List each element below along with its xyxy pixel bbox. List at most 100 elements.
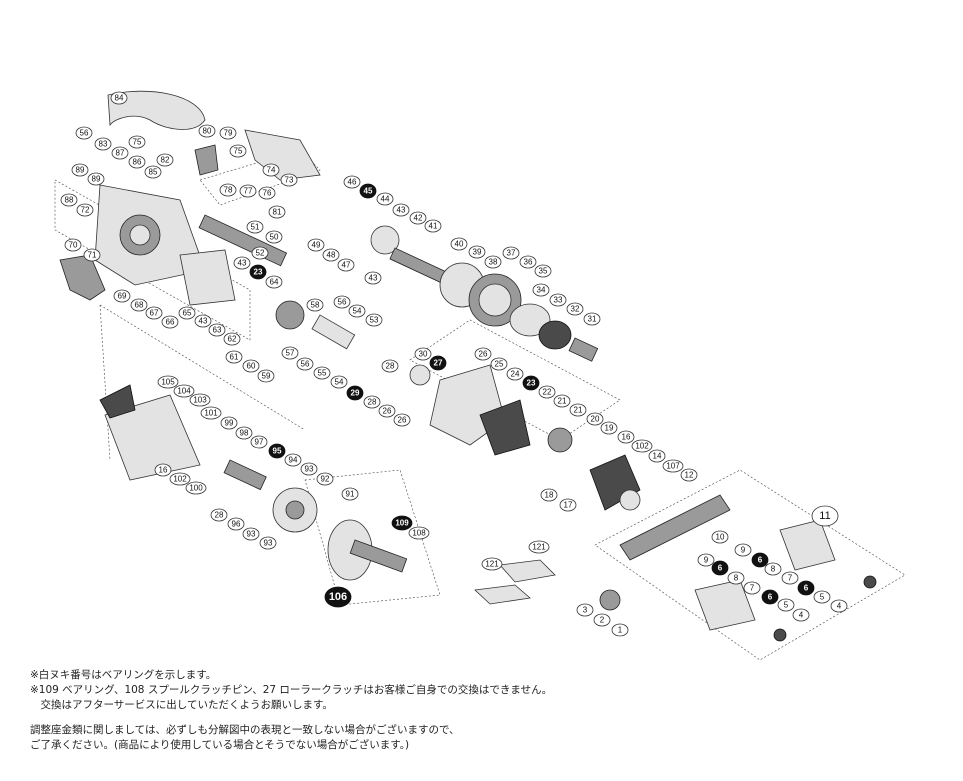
part-label-4: 4 [830, 599, 848, 613]
svg-text:23: 23 [254, 268, 263, 277]
svg-text:46: 46 [348, 178, 357, 187]
part-label-37: 37 [502, 246, 520, 260]
svg-text:22: 22 [543, 388, 552, 397]
svg-text:59: 59 [262, 372, 271, 381]
svg-text:91: 91 [346, 490, 355, 499]
svg-text:86: 86 [133, 158, 142, 167]
part-label-51: 51 [246, 220, 264, 234]
part-label-92: 92 [316, 472, 334, 486]
svg-text:43: 43 [397, 206, 406, 215]
svg-text:21: 21 [574, 406, 583, 415]
part-label-50: 50 [265, 230, 283, 244]
svg-text:43: 43 [238, 259, 247, 268]
part-label-72: 72 [76, 203, 94, 217]
part-label-41: 41 [424, 219, 442, 233]
svg-text:54: 54 [335, 378, 344, 387]
part-label-7: 7 [781, 571, 799, 585]
part-label-12: 12 [680, 468, 698, 482]
svg-text:43: 43 [199, 317, 208, 326]
svg-text:83: 83 [99, 140, 108, 149]
svg-text:108: 108 [412, 529, 426, 538]
svg-text:99: 99 [225, 419, 234, 428]
part-label-14: 14 [648, 449, 666, 463]
svg-text:11: 11 [819, 510, 830, 522]
part-label-96: 96 [227, 517, 245, 531]
svg-text:7: 7 [788, 574, 793, 583]
svg-text:60: 60 [247, 362, 256, 371]
part-label-44: 44 [376, 192, 394, 206]
svg-text:57: 57 [286, 349, 295, 358]
svg-text:63: 63 [213, 326, 222, 335]
part-label-58: 58 [306, 298, 324, 312]
part-label-9: 9 [697, 553, 715, 567]
svg-text:87: 87 [116, 149, 125, 158]
note-acknowledge: ご了承ください。(商品により使用している場合とそうでない場合がございます。) [30, 739, 410, 751]
svg-text:67: 67 [150, 309, 159, 318]
svg-text:39: 39 [473, 248, 482, 257]
part-label-32: 32 [566, 302, 584, 316]
part-label-8: 8 [764, 562, 782, 576]
svg-text:98: 98 [240, 429, 249, 438]
svg-text:93: 93 [264, 539, 273, 548]
svg-text:93: 93 [247, 530, 256, 539]
svg-text:28: 28 [386, 362, 395, 371]
svg-text:17: 17 [564, 501, 573, 510]
part-label-3: 3 [576, 603, 594, 617]
part-label-26: 26 [474, 347, 492, 361]
part-label-6: 6 [797, 580, 815, 596]
svg-text:48: 48 [327, 251, 336, 260]
part-label-21: 21 [553, 394, 571, 408]
svg-text:89: 89 [76, 166, 85, 175]
svg-text:73: 73 [285, 176, 294, 185]
part-label-64: 64 [265, 275, 283, 289]
part-label-84: 84 [110, 91, 128, 105]
part-label-68: 68 [130, 298, 148, 312]
part-label-93: 93 [300, 462, 318, 476]
part-label-28: 28 [381, 359, 399, 373]
svg-text:37: 37 [507, 249, 516, 258]
part-label-97: 97 [250, 435, 268, 449]
part-label-93: 93 [259, 536, 277, 550]
part-label-45: 45 [359, 183, 377, 199]
part-label-6: 6 [761, 589, 779, 605]
svg-text:3: 3 [583, 606, 588, 615]
part-label-20: 20 [586, 412, 604, 426]
part-label-9: 9 [734, 543, 752, 557]
part-label-86: 86 [128, 155, 146, 169]
part-label-108: 108 [408, 526, 430, 540]
part-label-59: 59 [257, 369, 275, 383]
part-label-106: 106 [324, 586, 352, 608]
part-label-88: 88 [60, 193, 78, 207]
part-label-46: 46 [343, 175, 361, 189]
part-label-54: 54 [348, 304, 366, 318]
part-label-21: 21 [569, 403, 587, 417]
svg-text:8: 8 [734, 574, 739, 583]
part-label-57: 57 [281, 346, 299, 360]
part-label-109: 109 [391, 515, 413, 531]
part-label-62: 62 [223, 332, 241, 346]
part-label-81: 81 [268, 205, 286, 219]
note-bearing: ※白ヌキ番号はベアリングを示します。 [30, 669, 217, 681]
part-label-38: 38 [484, 255, 502, 269]
part-label-1: 1 [611, 623, 629, 637]
part-label-95: 95 [268, 443, 286, 459]
svg-text:89: 89 [92, 175, 101, 184]
svg-text:35: 35 [539, 267, 548, 276]
svg-text:75: 75 [133, 138, 142, 147]
svg-text:104: 104 [177, 387, 191, 396]
svg-text:62: 62 [228, 335, 237, 344]
part-label-80: 80 [198, 124, 216, 138]
part-label-107: 107 [662, 459, 684, 473]
part-label-34: 34 [532, 283, 550, 297]
part-label-102: 102 [631, 439, 653, 453]
svg-text:94: 94 [289, 456, 298, 465]
svg-text:27: 27 [434, 359, 443, 368]
part-label-22: 22 [538, 385, 556, 399]
part-label-121: 121 [528, 540, 550, 554]
part-label-49: 49 [307, 238, 325, 252]
svg-text:50: 50 [270, 233, 279, 242]
svg-text:66: 66 [166, 318, 175, 327]
part-label-54: 54 [330, 375, 348, 389]
part-label-27: 27 [429, 355, 447, 371]
